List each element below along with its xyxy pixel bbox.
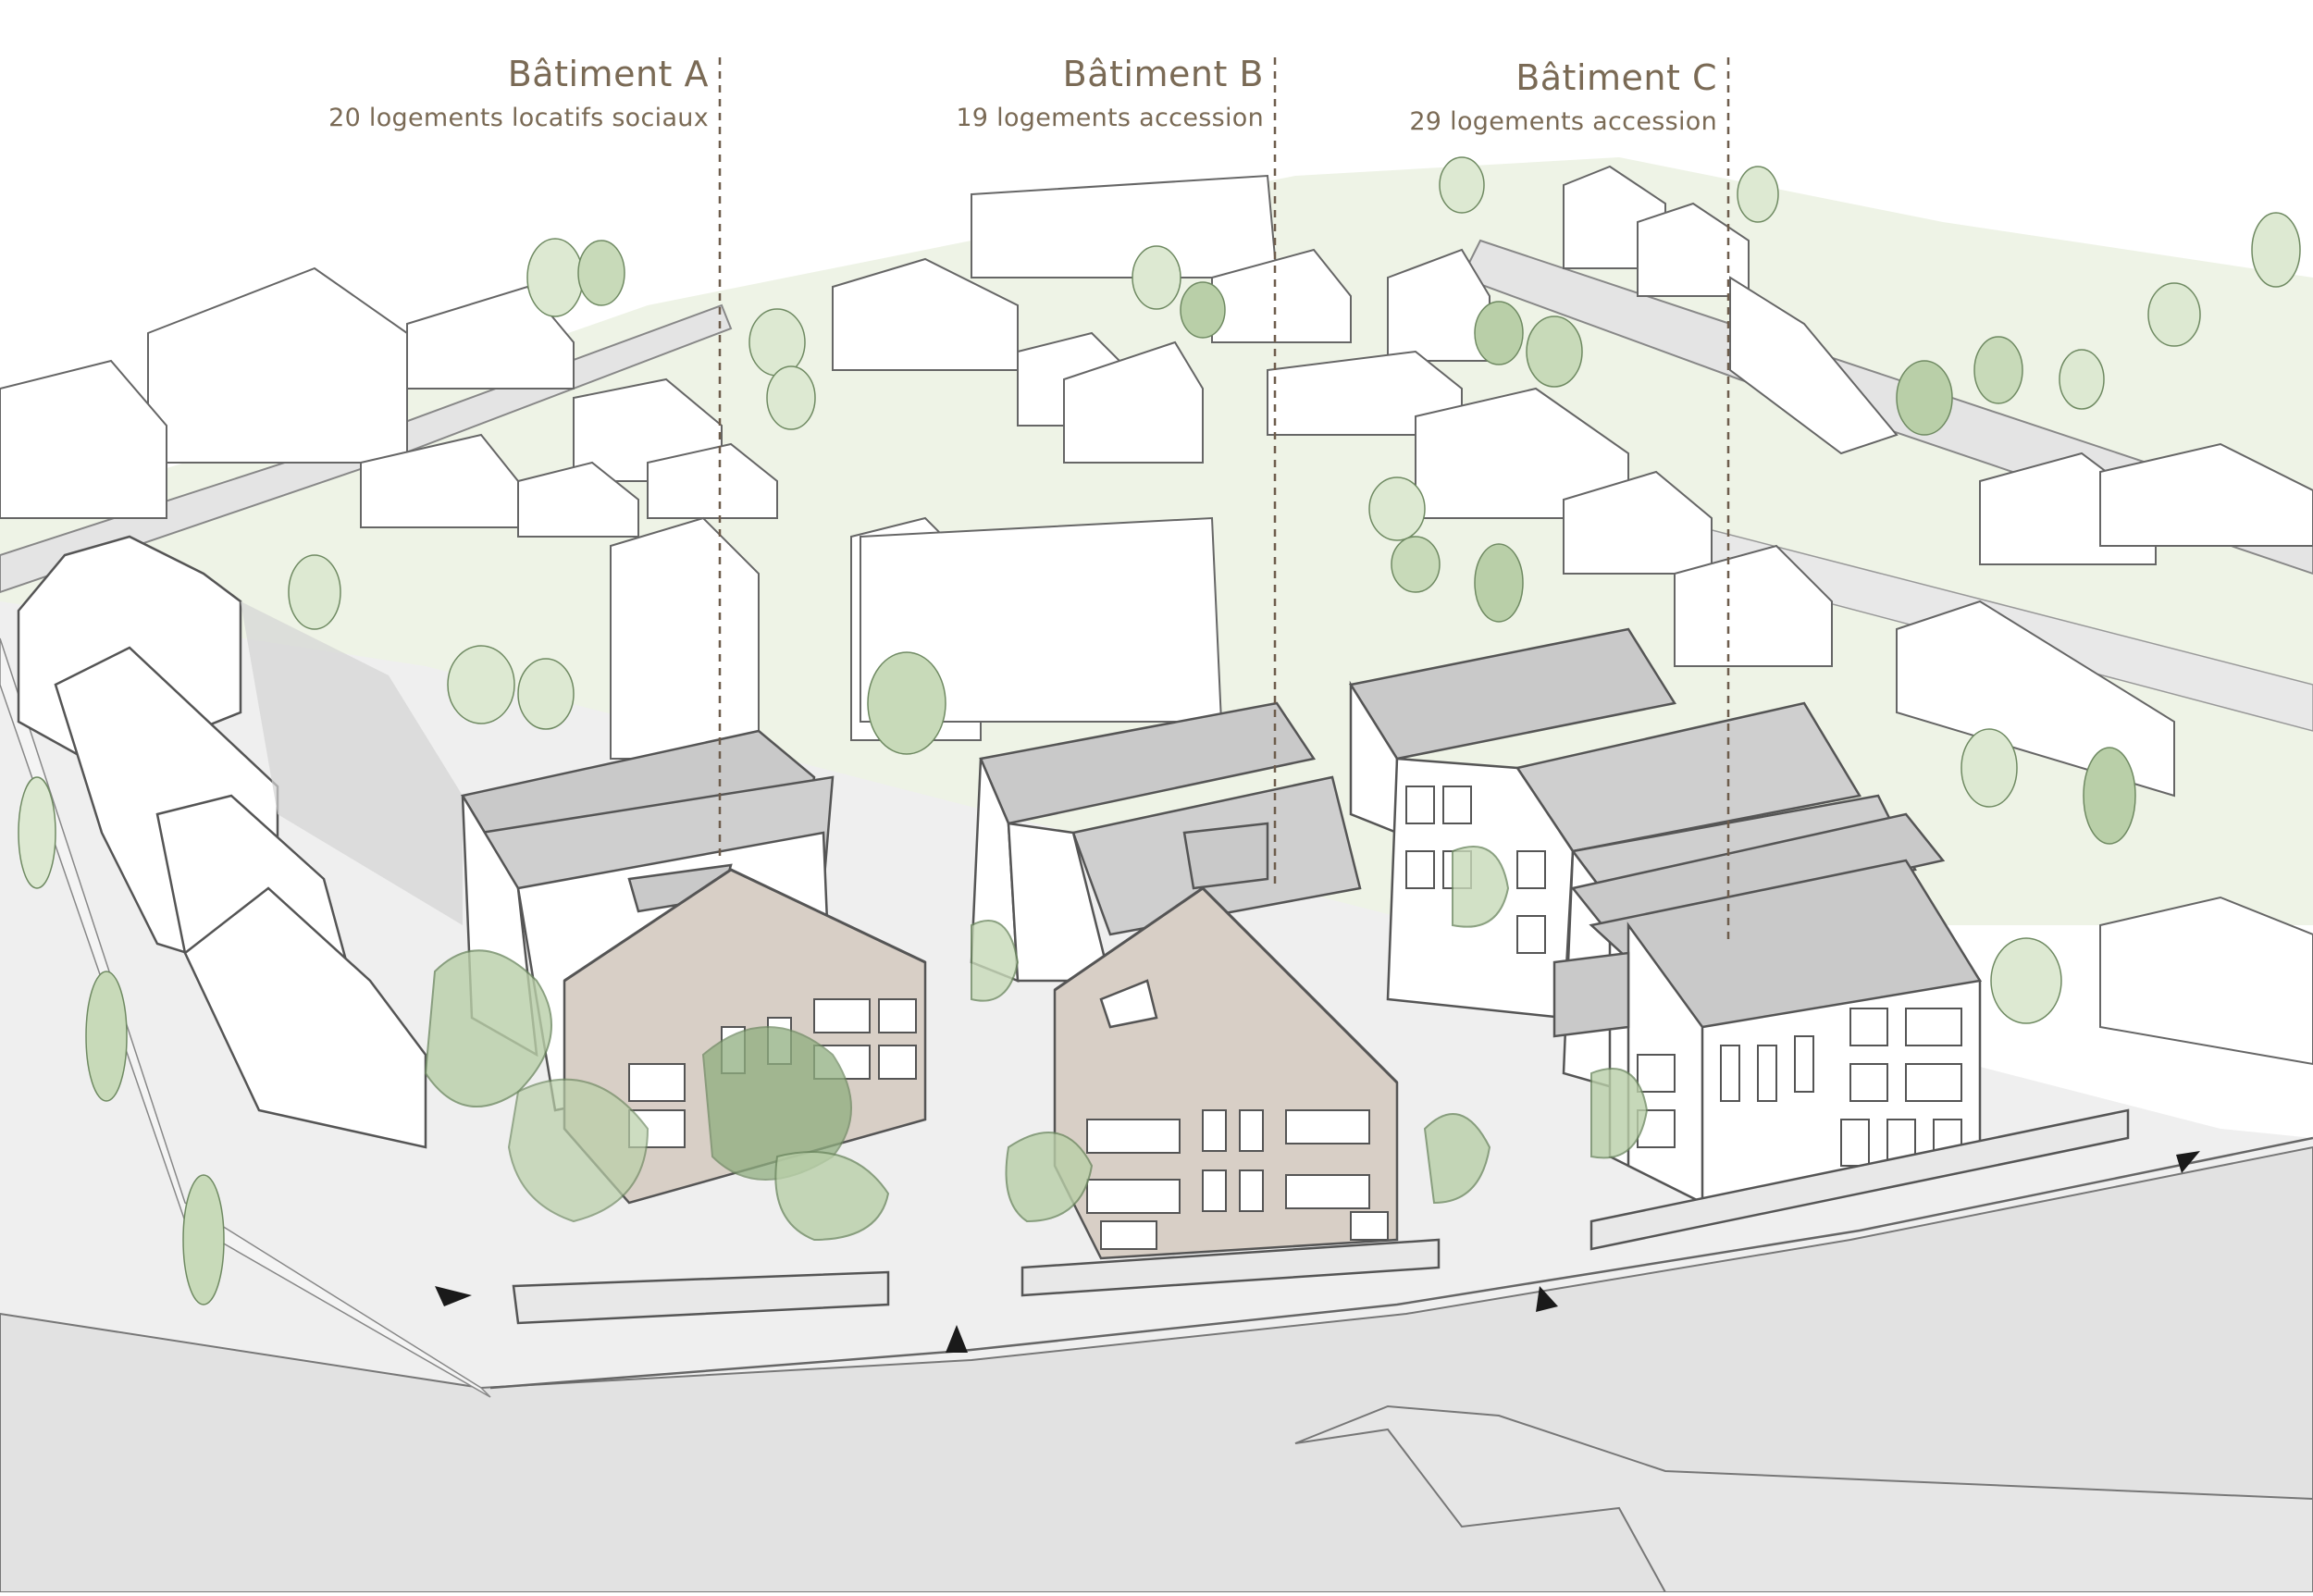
building-a-name: Bâtiment A xyxy=(507,54,709,94)
background-houses xyxy=(0,165,2313,1066)
entry-arrow-2 xyxy=(946,1325,968,1353)
lower-quay xyxy=(1294,1404,2313,1593)
entry-arrow-3 xyxy=(1536,1286,1558,1312)
building-b-name: Bâtiment B xyxy=(1062,54,1264,94)
left-street-houses xyxy=(17,535,427,1149)
entry-arrow-1 xyxy=(435,1286,472,1306)
building-a-description: 20 logements locatifs sociaux xyxy=(328,104,709,132)
leader-lines xyxy=(718,57,1730,939)
building-b-volume xyxy=(970,701,1399,1260)
building-c-windows xyxy=(1405,786,1962,1167)
trees xyxy=(18,156,2301,1305)
courtyard-greenery xyxy=(424,846,1649,1242)
shadow-left xyxy=(241,601,463,925)
building-c-label: Bâtiment C 29 logements accession xyxy=(1409,57,1717,136)
building-a-label: Bâtiment A 20 logements locatifs sociaux xyxy=(328,54,709,132)
building-c-description: 29 logements accession xyxy=(1409,107,1717,136)
building-b-label: Bâtiment B 19 logements accession xyxy=(956,54,1264,132)
building-b-windows xyxy=(1086,1109,1389,1250)
front-kerb xyxy=(489,1136,2313,1390)
building-c-name: Bâtiment C xyxy=(1515,57,1717,98)
entry-arrows xyxy=(435,1151,2200,1353)
entry-arrow-4 xyxy=(2176,1151,2200,1173)
left-pavement xyxy=(0,637,491,1398)
building-b-description: 19 logements accession xyxy=(956,104,1264,132)
garden-walls xyxy=(512,1108,2130,1325)
